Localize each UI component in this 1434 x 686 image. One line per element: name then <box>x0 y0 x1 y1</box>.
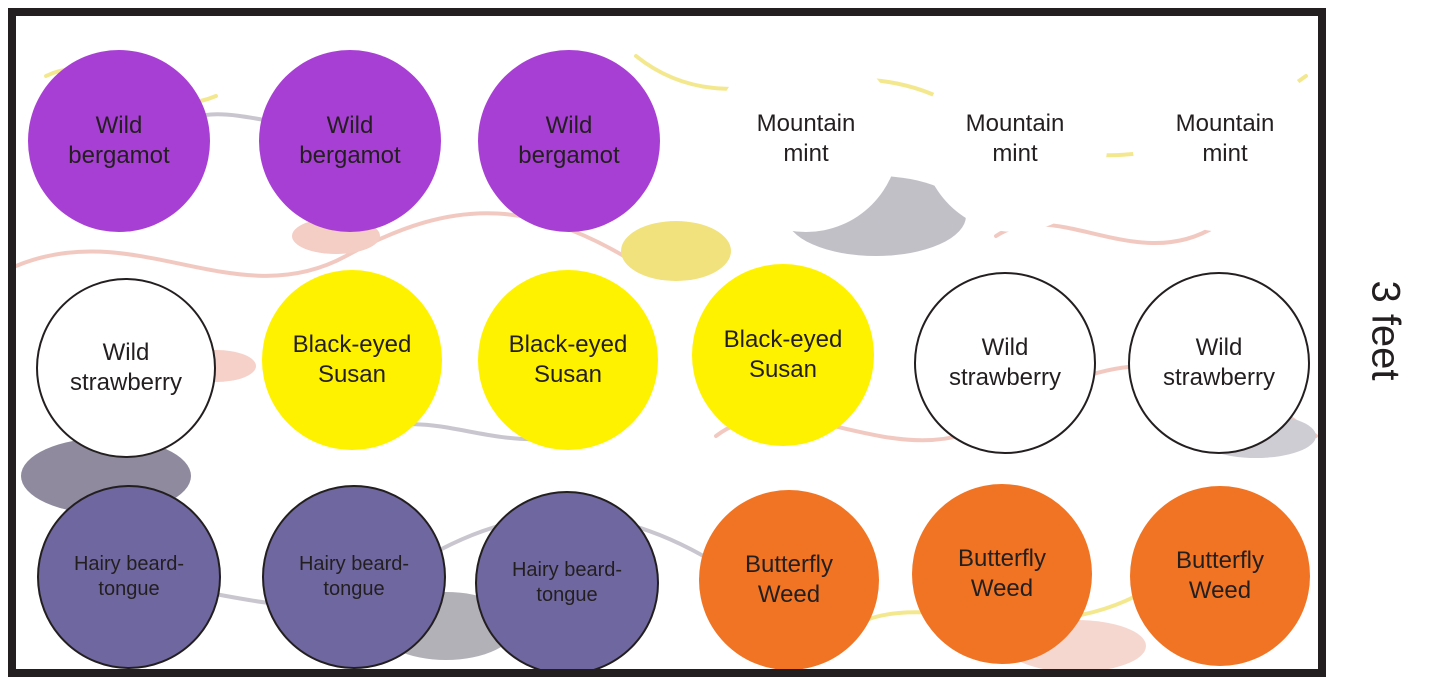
plant-black-eyed-susan: Black-eyed Susan <box>262 270 442 450</box>
plant-label: Wild bergamot <box>518 111 619 171</box>
plant-wild-strawberry: Wild strawberry <box>914 272 1096 454</box>
plant-label: Wild strawberry <box>949 333 1061 393</box>
plant-hairy-beard-tongue: Hairy beard- tongue <box>475 491 659 675</box>
plant-butterfly-weed: Butterfly Weed <box>699 490 879 670</box>
plant-hairy-beard-tongue: Hairy beard- tongue <box>262 485 446 669</box>
plant-label: Wild strawberry <box>1163 333 1275 393</box>
plant-label: Hairy beard- tongue <box>74 552 184 602</box>
plant-label: Black-eyed Susan <box>293 330 412 390</box>
plant-label: Mountain mint <box>757 109 856 169</box>
plant-mountain-mint: Mountain mint <box>713 46 899 232</box>
plant-label: Butterfly Weed <box>1176 546 1264 606</box>
plant-wild-bergamot: Wild bergamot <box>259 50 441 232</box>
garden-bed: Wild bergamot Wild bergamot Wild bergamo… <box>8 8 1326 677</box>
plant-label: Hairy beard- tongue <box>299 552 409 602</box>
plant-hairy-beard-tongue: Hairy beard- tongue <box>37 485 221 669</box>
plant-wild-bergamot: Wild bergamot <box>478 50 660 232</box>
plant-label: Black-eyed Susan <box>724 325 843 385</box>
plant-label: Wild bergamot <box>299 111 400 171</box>
plant-wild-strawberry: Wild strawberry <box>36 278 216 458</box>
plant-label: Mountain mint <box>966 109 1065 169</box>
dimension-label-text: 3 feet <box>1363 280 1408 380</box>
plant-butterfly-weed: Butterfly Weed <box>912 484 1092 664</box>
plant-label: Hairy beard- tongue <box>512 558 622 608</box>
plant-label: Mountain mint <box>1176 109 1275 169</box>
plant-label: Black-eyed Susan <box>509 330 628 390</box>
plant-wild-strawberry: Wild strawberry <box>1128 272 1310 454</box>
plant-black-eyed-susan: Black-eyed Susan <box>692 264 874 446</box>
plant-label: Wild strawberry <box>70 338 182 398</box>
plant-mountain-mint: Mountain mint <box>922 46 1108 232</box>
plant-label: Wild bergamot <box>68 111 169 171</box>
plant-mountain-mint: Mountain mint <box>1132 46 1318 232</box>
dimension-label: 3 feet <box>1340 220 1430 440</box>
plant-label: Butterfly Weed <box>745 550 833 610</box>
plant-label: Butterfly Weed <box>958 544 1046 604</box>
plant-black-eyed-susan: Black-eyed Susan <box>478 270 658 450</box>
plant-butterfly-weed: Butterfly Weed <box>1130 486 1310 666</box>
plant-wild-bergamot: Wild bergamot <box>28 50 210 232</box>
